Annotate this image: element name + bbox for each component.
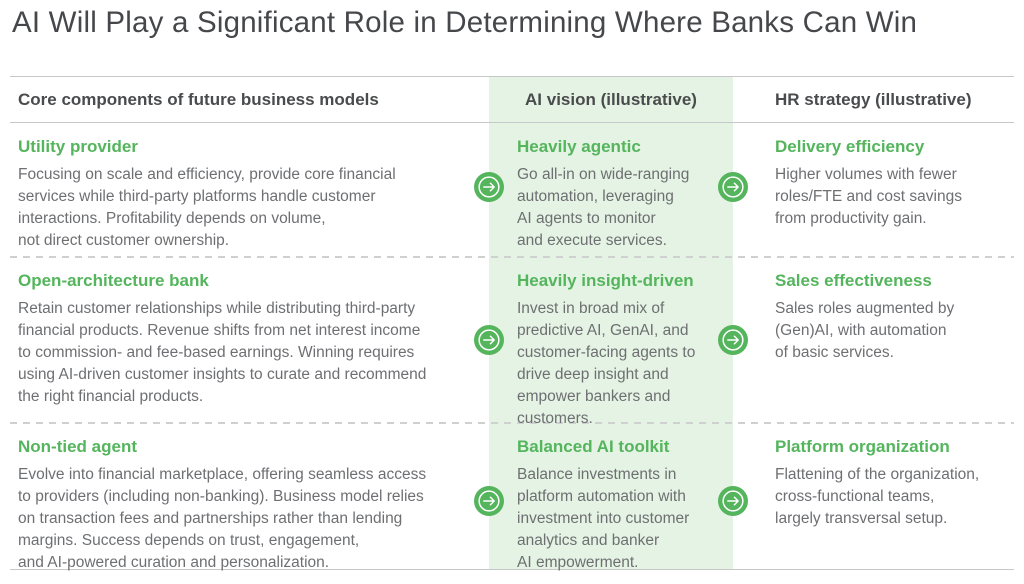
business-model-body: Evolve into financial marketplace, offer…: [18, 466, 427, 572]
ai-vision-heading: Balanced AI toolkit: [517, 437, 670, 456]
ai-vision-body: Invest in broad mix of predictive AI, Ge…: [517, 300, 696, 428]
divider-top: [10, 76, 1014, 77]
ai-vision-heading: Heavily insight-driven: [517, 271, 694, 290]
ai-vision-highlight-band: [489, 77, 733, 570]
ai-vision-cell: Balanced AI toolkit Balance investments …: [517, 437, 722, 574]
arrow-right-circle-icon: [474, 172, 504, 202]
business-model-body: Retain customer relationships while dist…: [18, 300, 427, 406]
business-model-heading: Non-tied agent: [18, 437, 137, 456]
arrow-right-circle-icon: [718, 325, 748, 355]
hr-strategy-body: Higher volumes with fewer roles/FTE and …: [775, 166, 962, 228]
hr-strategy-heading: Sales effectiveness: [775, 271, 932, 290]
column-header-ai-vision: AI vision (illustrative): [525, 89, 697, 109]
business-model-heading: Utility provider: [18, 137, 138, 156]
business-model-cell: Open-architecture bank Retain customer r…: [18, 271, 480, 408]
ai-vision-cell: Heavily insight-driven Invest in broad m…: [517, 271, 722, 430]
arrow-right-circle-icon: [474, 325, 504, 355]
hr-strategy-heading: Delivery efficiency: [775, 137, 925, 156]
business-model-cell: Non-tied agent Evolve into financial mar…: [18, 437, 480, 574]
column-header-core-components: Core components of future business model…: [18, 89, 379, 109]
divider-under-headers: [10, 122, 1014, 123]
ai-vision-body: Go all-in on wide-ranging automation, le…: [517, 166, 690, 250]
ai-vision-heading: Heavily agentic: [517, 137, 641, 156]
hr-strategy-cell: Delivery efficiency Higher volumes with …: [775, 137, 1017, 230]
hr-strategy-body: Sales roles augmented by (Gen)AI, with a…: [775, 300, 955, 362]
page-title: AI Will Play a Significant Role in Deter…: [12, 6, 918, 39]
hr-strategy-cell: Sales effectiveness Sales roles augmente…: [775, 271, 1017, 364]
business-model-cell: Utility provider Focusing on scale and e…: [18, 137, 480, 252]
arrow-right-circle-icon: [718, 172, 748, 202]
column-header-hr-strategy: HR strategy (illustrative): [775, 89, 972, 109]
ai-vision-body: Balance investments in platform automati…: [517, 466, 690, 572]
divider-bottom: [10, 569, 1014, 570]
dashed-divider-row1: [10, 256, 1014, 258]
ai-vision-cell: Heavily agentic Go all-in on wide-rangin…: [517, 137, 722, 252]
business-model-body: Focusing on scale and efficiency, provid…: [18, 166, 396, 250]
arrow-right-circle-icon: [718, 486, 748, 516]
dashed-divider-row2: [10, 422, 1014, 424]
business-model-heading: Open-architecture bank: [18, 271, 209, 290]
arrow-right-circle-icon: [474, 486, 504, 516]
hr-strategy-body: Flattening of the organization, cross-fu…: [775, 466, 980, 528]
hr-strategy-heading: Platform organization: [775, 437, 950, 456]
hr-strategy-cell: Platform organization Flattening of the …: [775, 437, 1017, 530]
